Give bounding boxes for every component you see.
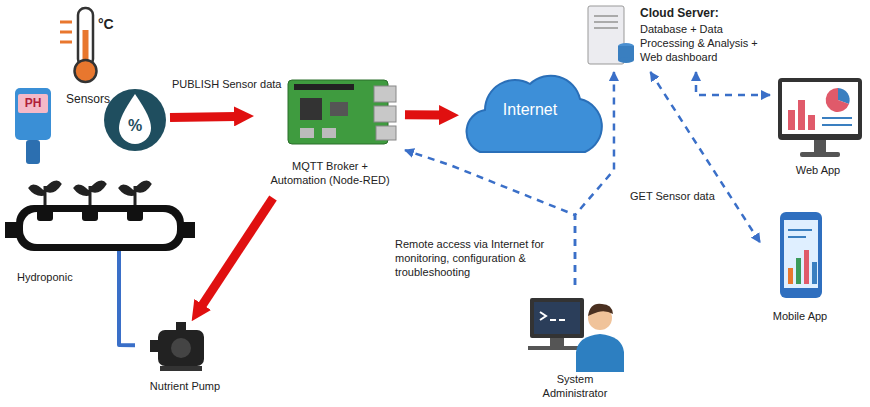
- ph-meter-icon: [15, 88, 51, 164]
- network-link: [696, 72, 770, 95]
- cloud-server: Cloud Server: Database + Data Processing …: [582, 2, 810, 72]
- node-label: System Administrator: [535, 373, 615, 401]
- node-label: Mobile App: [760, 310, 840, 324]
- phone-icon: [780, 212, 822, 298]
- edge-label: PUBLISH Sensor data: [172, 78, 281, 92]
- network-link: [405, 150, 575, 285]
- web-app: Web App: [770, 72, 868, 182]
- remote-access-note: Remote access via Internet for monitorin…: [395, 238, 560, 279]
- node-body: Database + Data Processing & Analysis + …: [640, 23, 765, 64]
- pump-icon: [150, 322, 204, 371]
- hydroponic-tube: [5, 182, 195, 293]
- node-label: Nutrient Pump: [135, 380, 235, 394]
- raspberry-pi-board: [288, 80, 396, 144]
- data-flow-arrow: [202, 198, 273, 306]
- node-label: Internet: [480, 100, 580, 120]
- node-label: Web App: [770, 164, 866, 178]
- unit-symbol: °C: [98, 16, 128, 34]
- server-icon: [588, 6, 634, 64]
- mobile-app: Mobile App: [760, 205, 842, 330]
- monitor-icon: [778, 78, 862, 157]
- internet-cloud: Internet: [460, 58, 602, 164]
- edge-label: GET Sensor data: [630, 190, 715, 204]
- data-flow-arrow: [405, 110, 441, 119]
- node-label: Hydroponic: [17, 271, 107, 285]
- sensor-group: Sensors: [10, 4, 170, 166]
- node-label: MQTT Broker + Automation (Node-RED): [265, 160, 395, 188]
- network-link: [650, 72, 760, 243]
- network-link: [575, 72, 614, 285]
- node-label: Sensors: [58, 92, 118, 107]
- admin-icon: [528, 298, 624, 372]
- system-admin: System Administrator: [520, 285, 630, 405]
- network-link: [119, 293, 135, 345]
- node-label: Cloud Server:: [640, 6, 805, 21]
- percent-symbol: %: [123, 116, 147, 136]
- humidity-icon: [104, 89, 166, 151]
- cloud-shape: [467, 76, 602, 152]
- nutrient-pump: Nutrient Pump: [135, 322, 237, 402]
- ph-symbol: PH: [18, 96, 48, 111]
- hydroponic-system: Hydroponic: [5, 165, 195, 293]
- thermometer-icon: [60, 8, 97, 82]
- data-flow-arrow: [170, 116, 236, 117]
